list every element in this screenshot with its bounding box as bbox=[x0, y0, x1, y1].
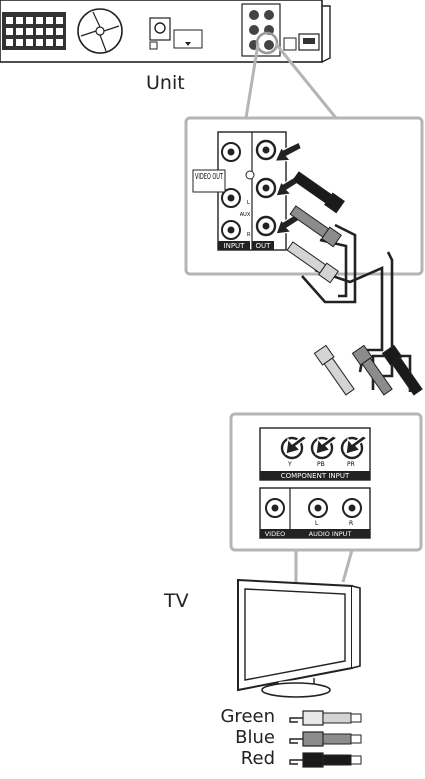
legend-label-red: Red bbox=[240, 748, 275, 769]
tv-jack-pr: PR bbox=[347, 461, 355, 468]
legend-plug-blue bbox=[289, 731, 362, 747]
out-label: OUT bbox=[256, 242, 272, 250]
legend-plug-green bbox=[289, 710, 362, 726]
unit-label: Unit bbox=[146, 72, 185, 94]
video-out-label: VIDEO OUT bbox=[195, 172, 223, 181]
component-input-label: COMPONENT INPUT bbox=[281, 472, 350, 480]
antenna-jack-icon bbox=[149, 17, 203, 50]
tv-component-input-panel: Y PB PR COMPONENT INPUT bbox=[259, 427, 371, 481]
tv-icon bbox=[237, 578, 361, 698]
tv-audio-jack-l: L bbox=[315, 520, 319, 527]
input-label: INPUT bbox=[224, 242, 246, 250]
cooling-fan-icon bbox=[77, 8, 123, 54]
tv-jack-pb: PB bbox=[317, 461, 325, 468]
audio-input-label: AUDIO INPUT bbox=[309, 530, 352, 538]
callout-lines bbox=[244, 43, 338, 119]
unit-mark-right: R bbox=[247, 232, 251, 238]
tv-rca-plugs bbox=[313, 344, 423, 396]
tv-jack-y: Y bbox=[287, 461, 292, 468]
legend-label-green: Green bbox=[220, 706, 275, 727]
aux-label: AUX bbox=[240, 212, 251, 218]
tv-callout-lines bbox=[294, 549, 354, 583]
tv-insertion-arrows bbox=[285, 435, 369, 455]
tv-audio-input-panel: L R VIDEO AUDIO INPUT bbox=[259, 487, 371, 539]
legend-plug-red bbox=[289, 752, 362, 768]
speaker-terminals-icon bbox=[2, 12, 66, 50]
legend-label-blue: Blue bbox=[235, 727, 275, 748]
unit-rear-panel bbox=[0, 0, 331, 63]
tv-audio-jack-r: R bbox=[349, 520, 353, 527]
unit-rca-plugs bbox=[286, 171, 345, 284]
tv-label: TV bbox=[164, 590, 189, 612]
unit-jack-panel: VIDEO OUT INPUT OUT AUX L R bbox=[192, 131, 287, 251]
video-label: VIDEO bbox=[265, 530, 286, 538]
unit-insertion-arrows bbox=[274, 141, 303, 235]
unit-mark-left: L bbox=[247, 200, 250, 206]
